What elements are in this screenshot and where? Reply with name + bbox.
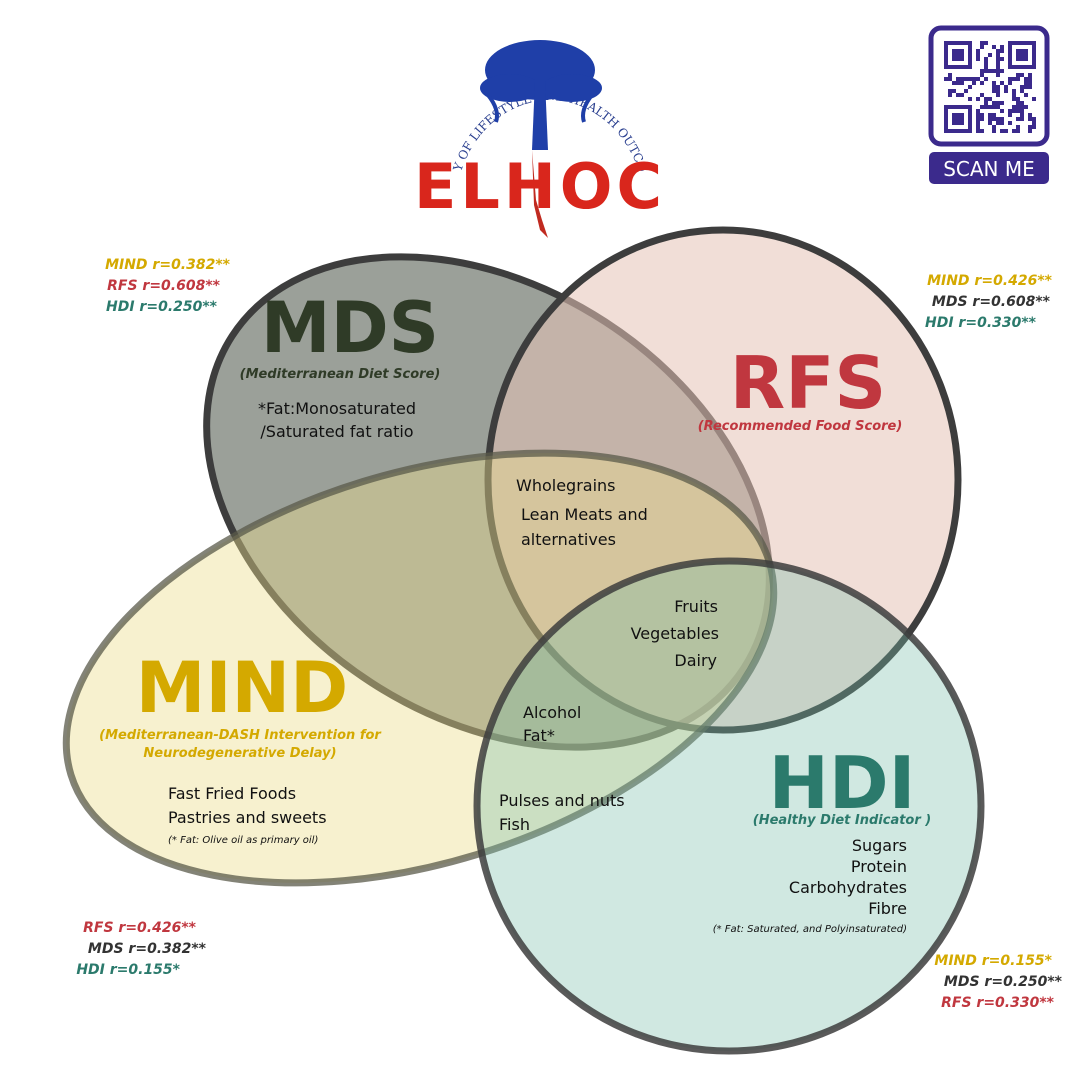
mind-corr-mds: MDS r=0.382** xyxy=(88,941,207,957)
hdi-corr-mind: MIND r=0.155* xyxy=(934,953,1052,969)
hdi-item: Fibre xyxy=(868,899,907,918)
mds-corr-rfs: RFS r=0.608** xyxy=(107,278,221,294)
overlap-item: alternatives xyxy=(521,530,616,549)
mind-corr-rfs: RFS r=0.426** xyxy=(83,920,197,936)
mind-title: MIND xyxy=(136,647,348,729)
hdi-item: Protein xyxy=(851,857,907,876)
rfs-corr-mds: MDS r=0.608** xyxy=(932,294,1051,310)
mds-title: MDS xyxy=(261,287,439,369)
hdi-item: Carbohydrates xyxy=(789,878,907,897)
scan-me-label: SCAN ME xyxy=(943,157,1035,181)
overlap-item: Fruits xyxy=(674,597,718,616)
mind-note: (* Fat: Olive oil as primary oil) xyxy=(168,835,318,846)
rfs-corr-hdi: HDI r=0.330** xyxy=(925,315,1037,331)
overlap-mds-rfs-mind: Wholegrains Lean Meats and alternatives xyxy=(516,476,648,549)
overlap-all-center: Fruits Vegetables Dairy xyxy=(631,597,719,670)
rfs-ellipse xyxy=(484,226,962,734)
qr-pattern-icon xyxy=(944,41,1036,133)
mind-subtitle-2: Neurodegenerative Delay) xyxy=(143,746,336,761)
mind-corr-hdi: HDI r=0.155* xyxy=(76,962,180,978)
mds-corr-hdi: HDI r=0.250** xyxy=(106,299,218,315)
mind-item: Pastries and sweets xyxy=(168,808,327,827)
logo-word: ELHOC xyxy=(414,150,666,223)
mds-subtitle: (Mediterranean Diet Score) xyxy=(240,367,441,382)
overlap-item: Fish xyxy=(499,815,530,834)
mds-note-1: *Fat:Monosaturated xyxy=(258,399,416,418)
overlap-item: Lean Meats and xyxy=(521,505,648,524)
rfs-subtitle: (Recommended Food Score) xyxy=(698,419,903,434)
hdi-corr-mds: MDS r=0.250** xyxy=(944,974,1063,990)
overlap-item: Fat* xyxy=(523,726,555,745)
overlap-item: Pulses and nuts xyxy=(499,791,625,810)
hdi-subtitle: (Healthy Diet Indicator ) xyxy=(753,813,932,828)
hdi-ellipse xyxy=(473,557,985,1055)
overlap-item: Vegetables xyxy=(631,624,719,643)
overlap-item: Alcohol xyxy=(523,703,581,722)
qr-code[interactable]: SCAN ME xyxy=(928,25,1050,184)
hdi-item: Sugars xyxy=(852,836,907,855)
venn-sets xyxy=(62,226,985,1055)
tree-icon xyxy=(480,40,602,238)
mind-correlations: RFS r=0.426** MDS r=0.382** HDI r=0.155* xyxy=(76,920,206,978)
hdi-title: HDI xyxy=(769,741,916,825)
hdi-note: (* Fat: Saturated, and Polyinsaturated) xyxy=(713,924,907,935)
overlap-mind-hdi-mds: Alcohol Fat* xyxy=(523,703,581,745)
overlap-item: Dairy xyxy=(674,651,717,670)
rfs-correlations: MIND r=0.426** MDS r=0.608** HDI r=0.330… xyxy=(925,273,1053,331)
mds-note-2: /Saturated fat ratio xyxy=(260,422,413,441)
mds-corr-mind: MIND r=0.382** xyxy=(105,257,231,273)
overlap-mind-hdi: Pulses and nuts Fish xyxy=(499,791,625,834)
mind-subtitle-1: (Mediterranean-DASH Intervention for xyxy=(99,728,382,743)
overlap-item: Wholegrains xyxy=(516,476,616,495)
hdi-corr-rfs: RFS r=0.330** xyxy=(941,995,1055,1011)
mds-correlations: MIND r=0.382** RFS r=0.608** HDI r=0.250… xyxy=(105,257,231,315)
mind-item: Fast Fried Foods xyxy=(168,784,296,803)
hdi-correlations: MIND r=0.155* MDS r=0.250** RFS r=0.330*… xyxy=(934,953,1062,1011)
rfs-corr-mind: MIND r=0.426** xyxy=(927,273,1053,289)
rfs-title: RFS xyxy=(730,341,886,425)
